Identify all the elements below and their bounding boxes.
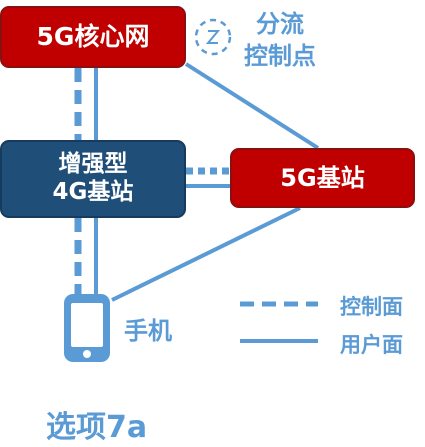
option-caption: 选项7a [46,410,148,445]
legend-control-plane-label: 控制面 [340,295,403,319]
user-link-core-gnb [184,62,320,150]
enhanced-lte-box: 增强型 4G基站 [0,140,186,218]
legend-user-plane-label: 用户面 [340,333,403,357]
split-point-label-line2: 控制点 [244,42,316,70]
phone-label: 手机 [124,317,172,345]
core-network-box: 5G核心网 [0,6,186,68]
dashed-circle-icon [194,18,232,56]
user-link-gnb-phone [111,206,301,302]
enhanced-lte-label-line1: 增强型 [58,151,128,178]
smartphone-icon [64,294,110,362]
enhanced-lte-label-line2: 4G基站 [52,179,134,205]
split-point-label-line1: 分流 [256,10,304,38]
core-network-label: 5G核心网 [36,22,150,51]
gnb-label: 5G基站 [280,163,365,192]
gnb-box: 5G基站 [230,148,415,208]
